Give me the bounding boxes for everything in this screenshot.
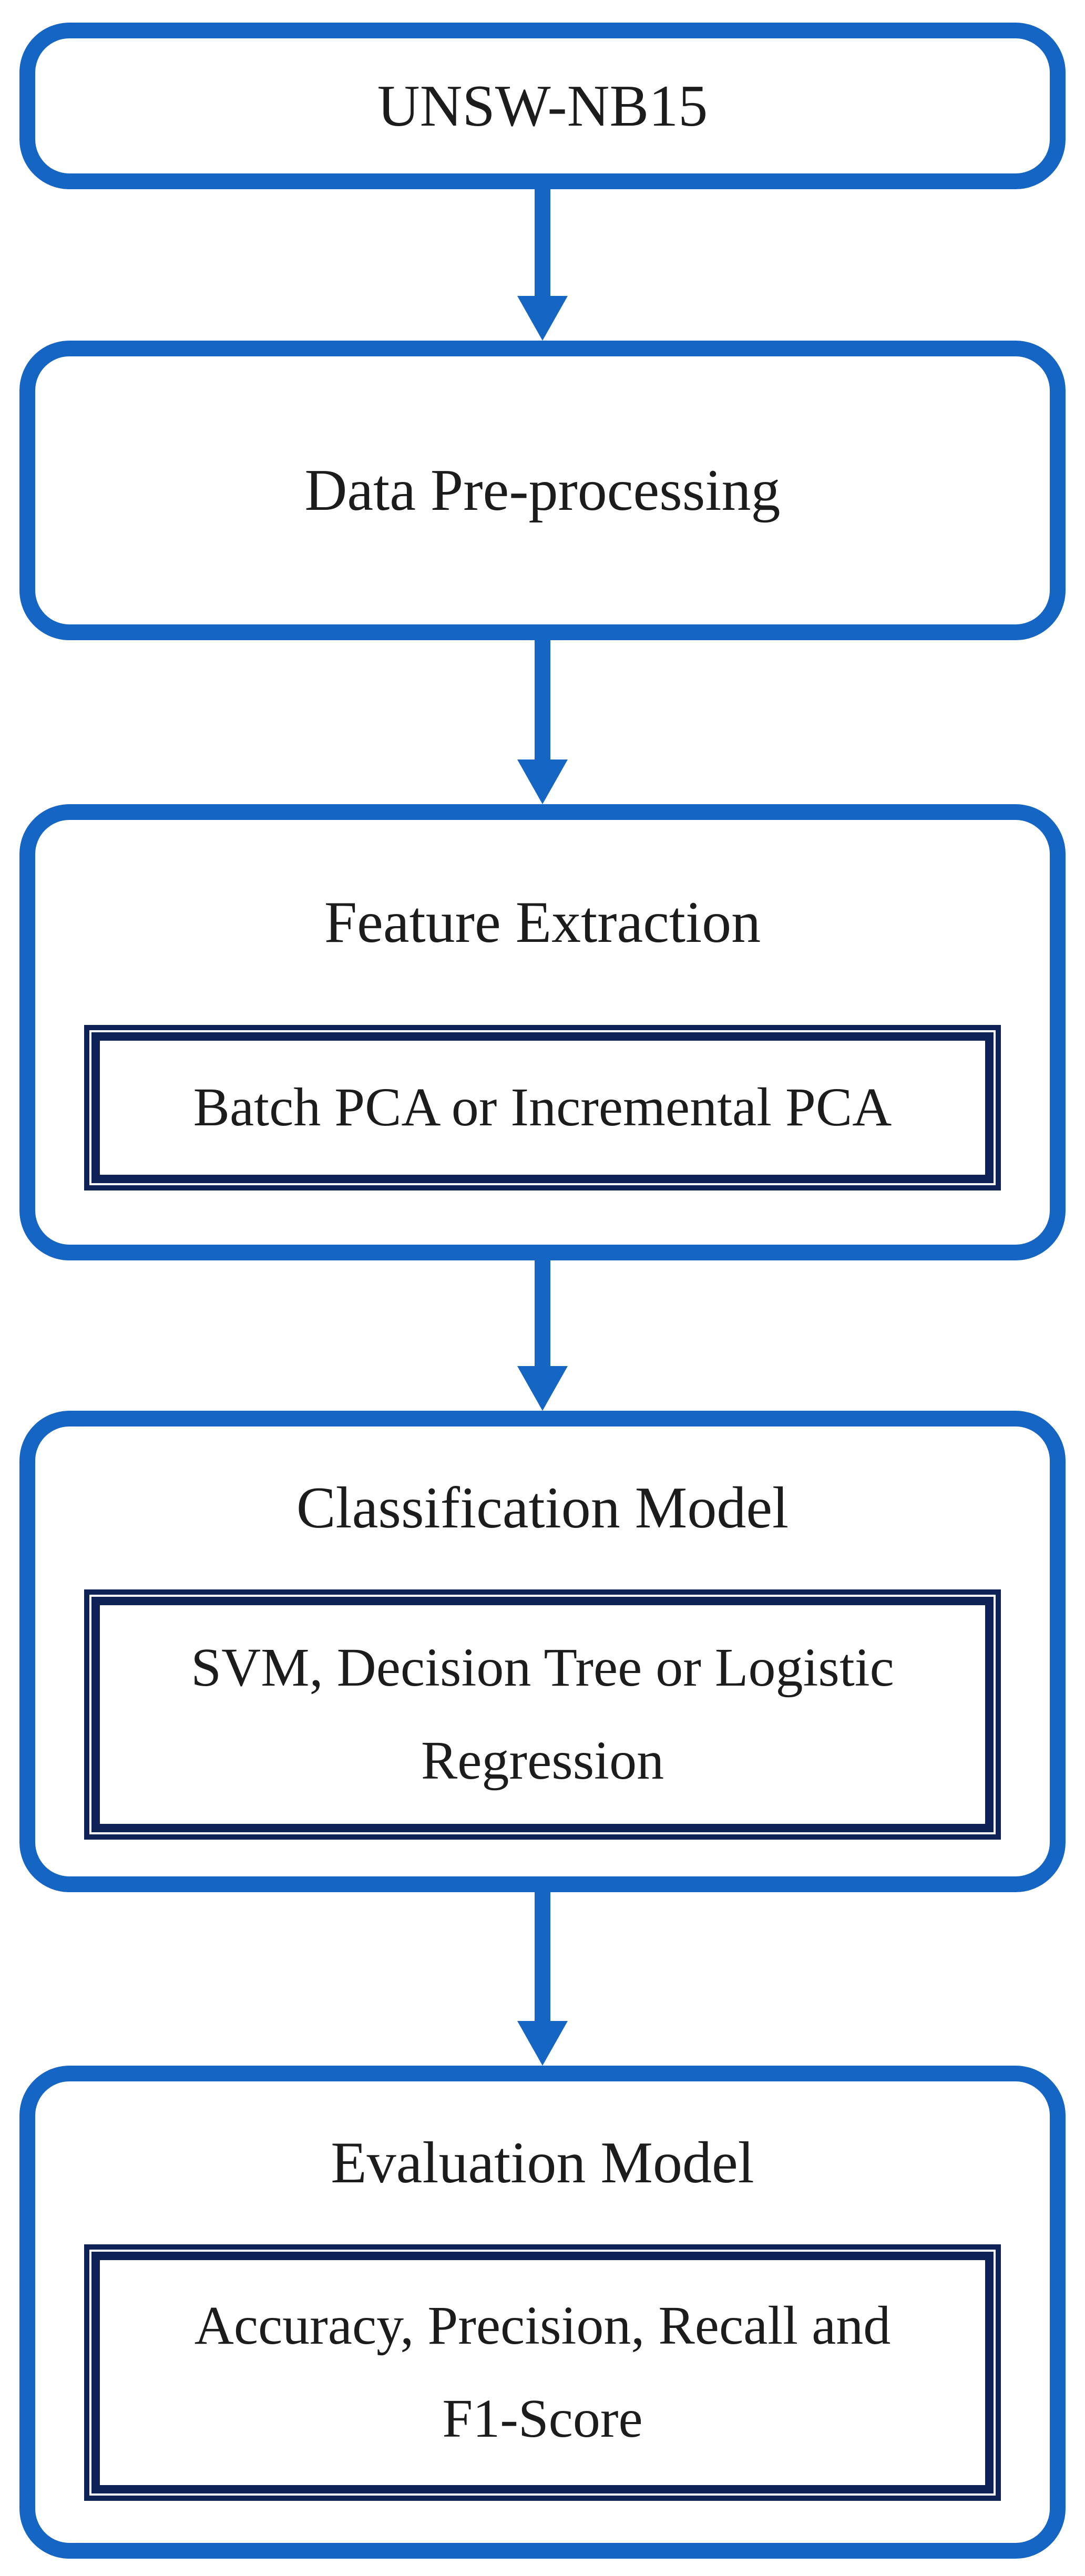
- node-title: Evaluation Model: [331, 2130, 754, 2195]
- arrow-shaft: [535, 189, 550, 296]
- down-arrow-icon: [517, 640, 568, 804]
- arrow-head: [517, 760, 568, 804]
- node-title-area: Feature Extraction: [35, 820, 1050, 1025]
- flowchart-node-classification: Classification Model SVM, Decision Tree …: [19, 1411, 1066, 1892]
- down-arrow-icon: [517, 189, 568, 341]
- arrow-head: [517, 1366, 568, 1411]
- node-detail-box: Batch PCA or Incremental PCA: [84, 1025, 1001, 1190]
- arrow-shaft: [535, 640, 550, 760]
- node-title-area: Data Pre-processing: [35, 356, 1050, 624]
- down-arrow-icon: [517, 1892, 568, 2066]
- arrow-head: [517, 2021, 568, 2066]
- node-title: UNSW-NB15: [377, 73, 708, 139]
- flowchart-node-dataset: UNSW-NB15: [19, 23, 1066, 189]
- node-title: Classification Model: [296, 1475, 789, 1541]
- down-arrow-icon: [517, 1260, 568, 1411]
- node-title: Feature Extraction: [324, 890, 761, 955]
- arrow-shaft: [535, 1892, 550, 2021]
- node-detail-box: Accuracy, Precision, Recall and F1-Score: [84, 2244, 1001, 2501]
- node-title-area: Classification Model: [35, 1426, 1050, 1589]
- node-title-area: Evaluation Model: [35, 2081, 1050, 2244]
- arrow-head: [517, 296, 568, 341]
- flowchart-node-feature-extraction: Feature Extraction Batch PCA or Incremen…: [19, 804, 1066, 1260]
- flowchart-node-evaluation: Evaluation Model Accuracy, Precision, Re…: [19, 2066, 1066, 2559]
- node-detail-text: Accuracy, Precision, Recall and F1-Score: [194, 2295, 891, 2449]
- node-title-area: UNSW-NB15: [35, 38, 1050, 173]
- arrow-shaft: [535, 1260, 550, 1366]
- node-detail-text: SVM, Decision Tree or Logistic Regressio…: [191, 1637, 894, 1791]
- node-title: Data Pre-processing: [304, 458, 781, 523]
- node-detail-text: Batch PCA or Incremental PCA: [193, 1077, 892, 1138]
- flowchart-node-preprocessing: Data Pre-processing: [19, 341, 1066, 640]
- node-detail-box: SVM, Decision Tree or Logistic Regressio…: [84, 1589, 1001, 1840]
